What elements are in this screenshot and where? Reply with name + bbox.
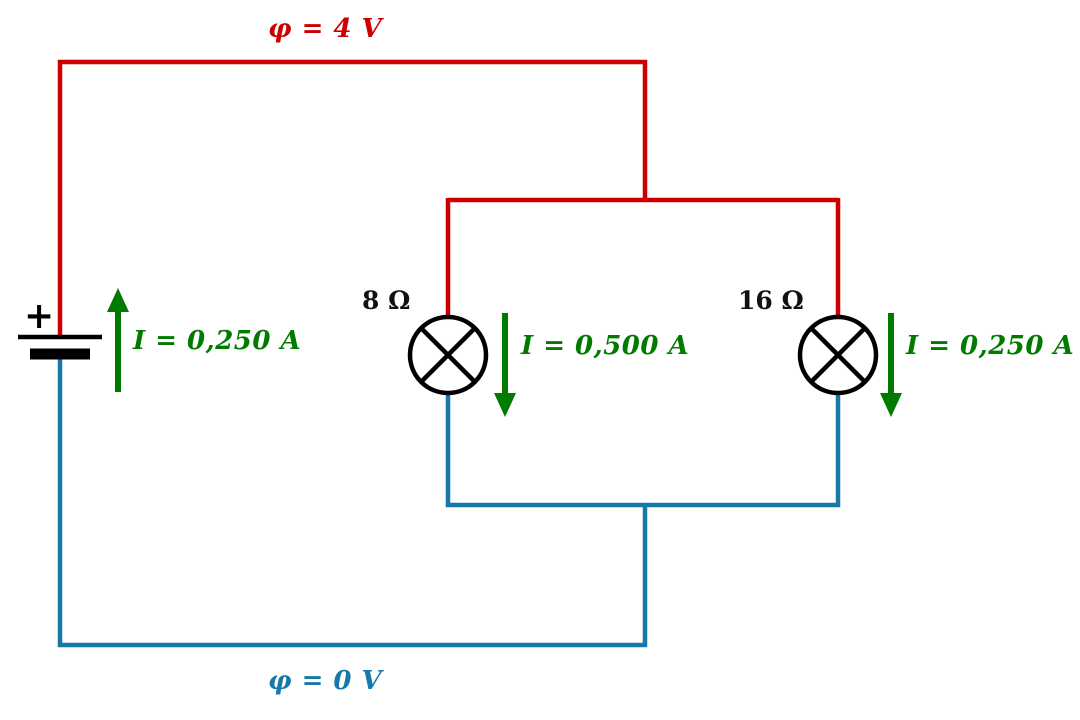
- lamp-1-cross: [419, 326, 477, 384]
- current-label-lamp-2: I = 0,250 A: [906, 331, 1075, 361]
- lamp-2-cross: [809, 326, 867, 384]
- potential-label-top: φ = 4 V: [268, 14, 383, 44]
- current-arrow-battery-head: [107, 288, 129, 312]
- battery-plus-sign: +: [24, 295, 55, 337]
- wire-high-potential: [57, 59, 841, 335]
- current-label-lamp-1: I = 0,500 A: [521, 331, 690, 361]
- resistance-label-lamp-2: 16 Ω: [738, 286, 804, 315]
- current-arrow-lamp-2-head: [880, 393, 902, 417]
- wire-low-potential: [57, 358, 841, 648]
- potential-label-bottom: φ = 0 V: [268, 666, 383, 696]
- resistance-label-lamp-1: 8 Ω: [362, 286, 411, 315]
- current-arrow-lamp-1-head: [494, 393, 516, 417]
- current-label-battery: I = 0,250 A: [133, 326, 302, 356]
